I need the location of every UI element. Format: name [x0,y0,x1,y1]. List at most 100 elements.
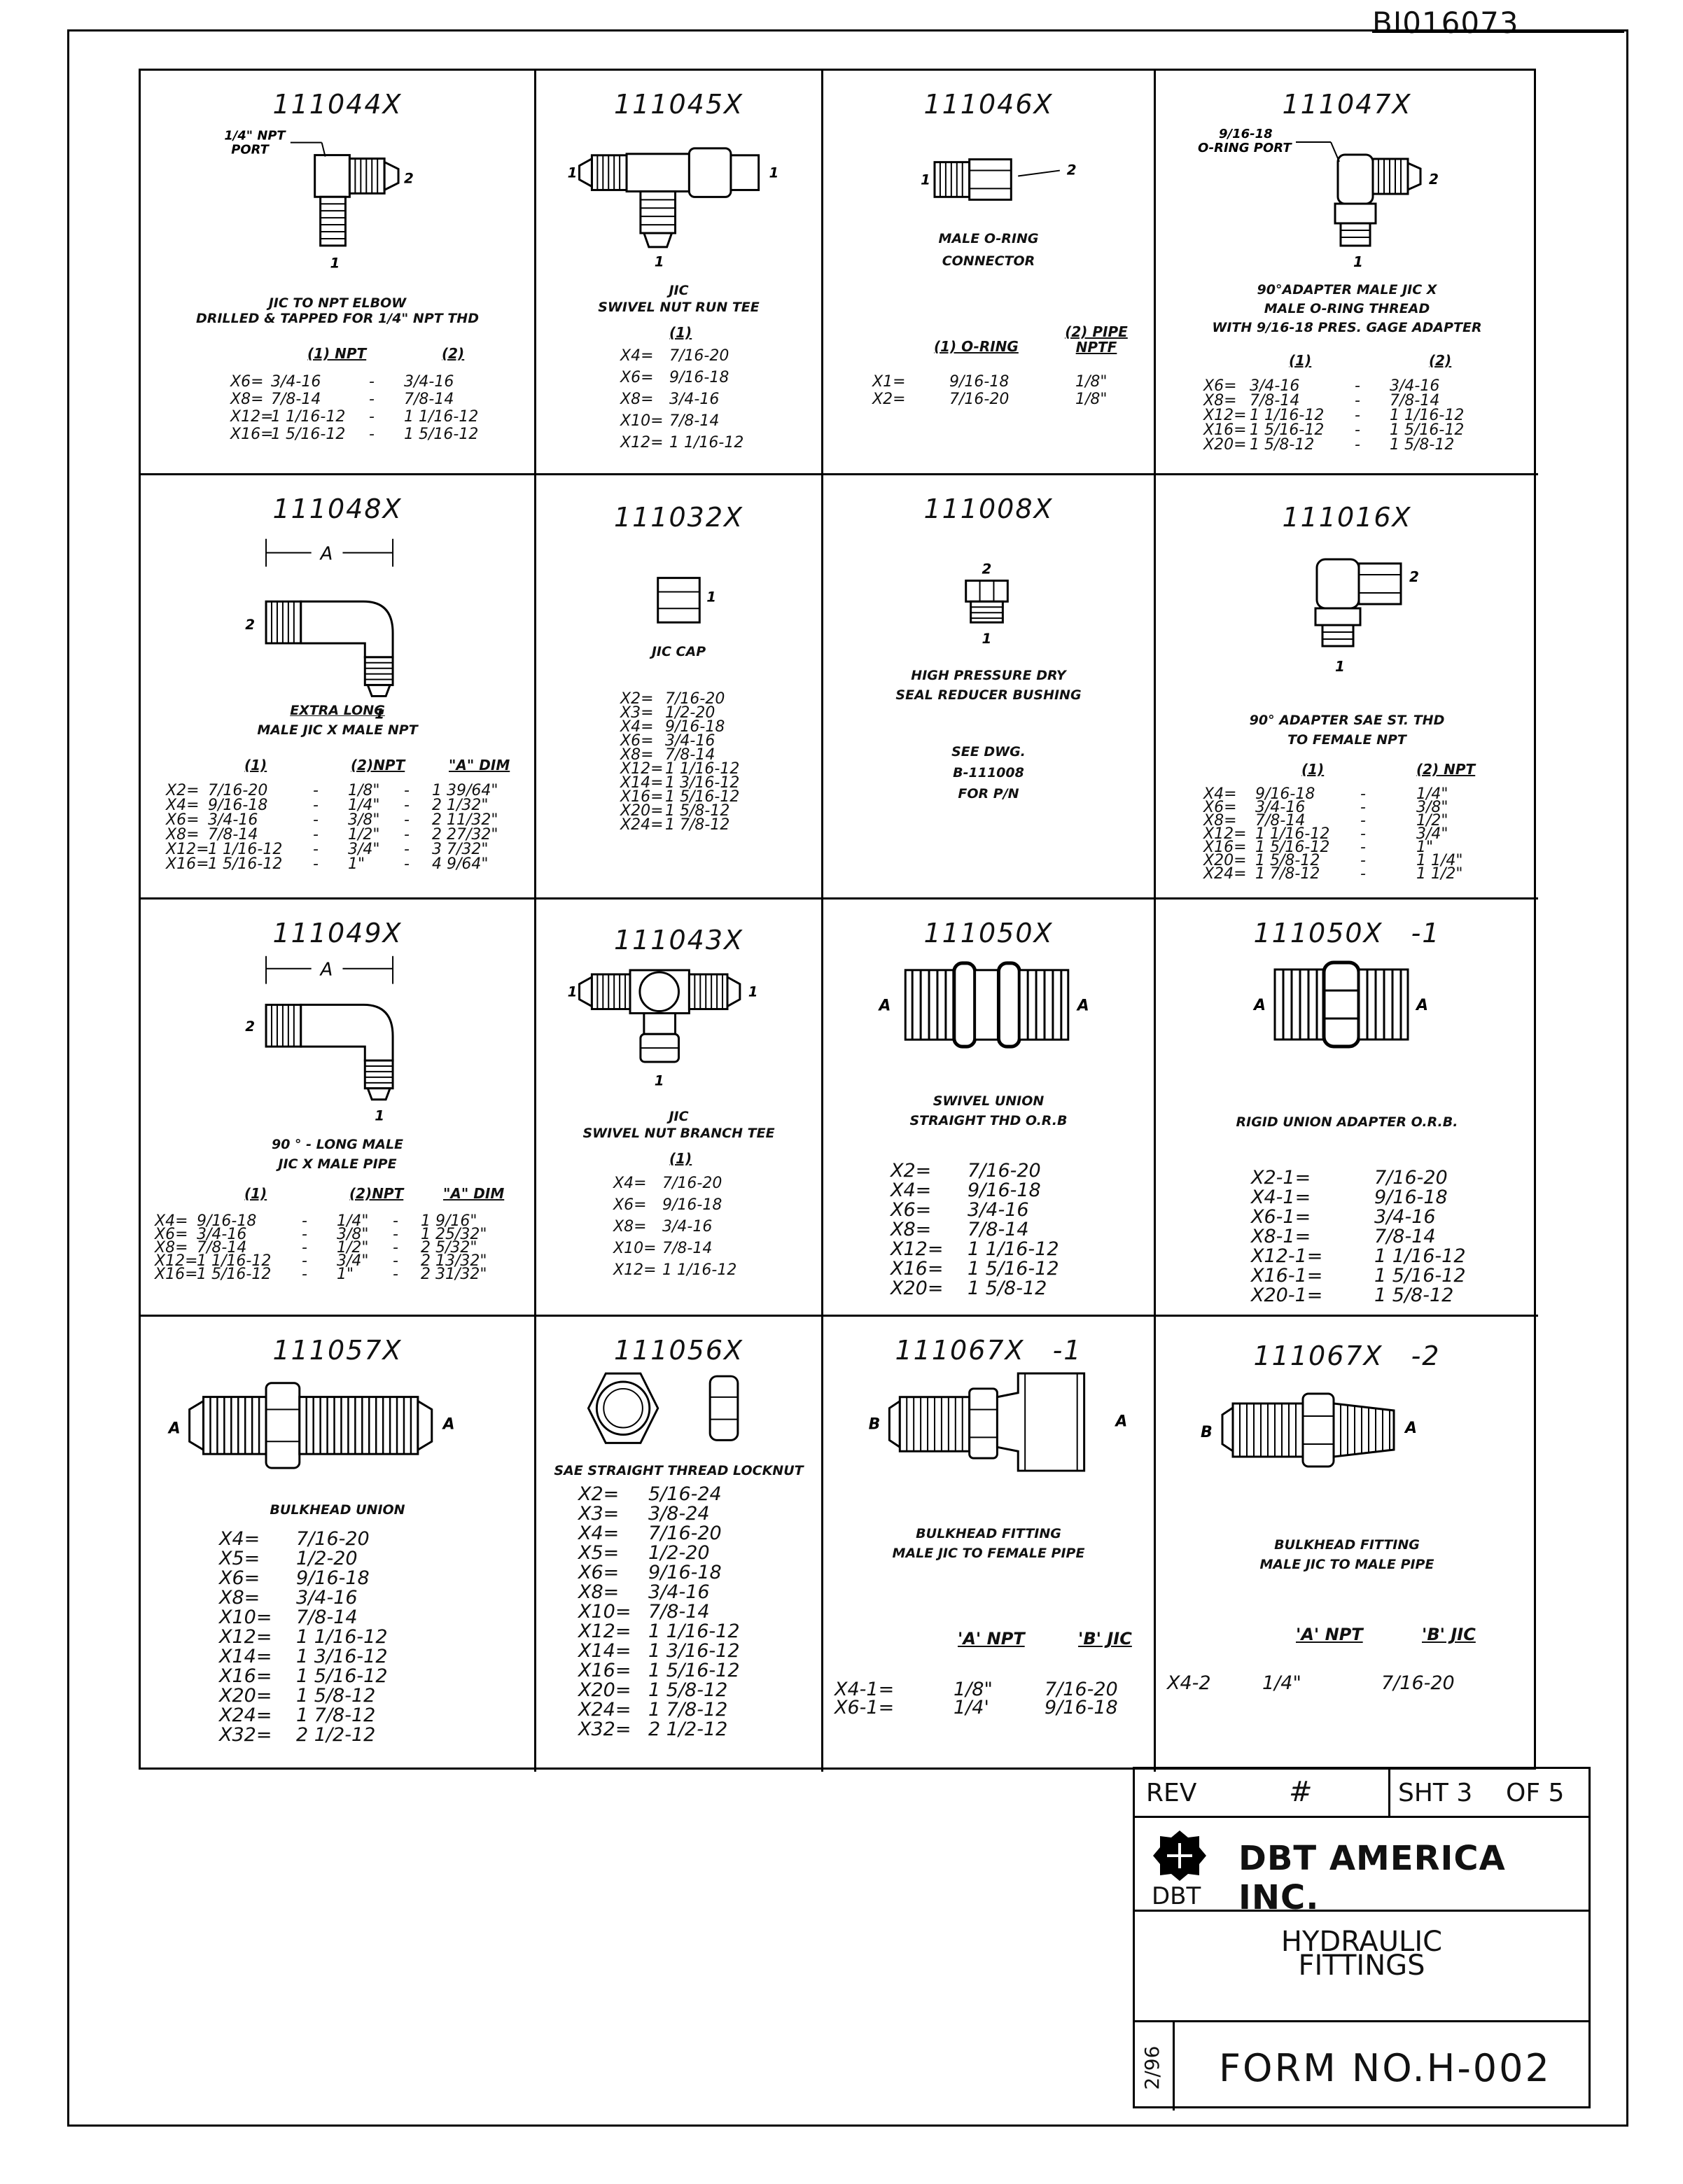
run-tee-drawing: 1 1 1 [568,147,778,270]
part-number: 111050X [923,918,1054,948]
part-number: 111057X [272,1335,403,1366]
table-cell: 1 1/16-12 [208,841,283,858]
table-cell: 1 5/16-12 [208,855,283,873]
table-cell: 1 1/16-12 [1255,825,1330,843]
table-cell: 7/16-20 [208,782,268,799]
table-cell: 3/4" [348,841,380,858]
table-cell: X4-1= [1251,1186,1311,1208]
table-row: X4-1=1/8"7/16-20 [834,1680,1143,1699]
fitting-cell-111046x: 111046X 1 2 MALE O-RING CONNECTOR (1) O-… [823,71,1156,475]
table-cell: X16= [166,855,209,873]
table-cell: 2 1/2-12 [296,1724,376,1746]
table-cell: 9/16-18 [1255,785,1315,803]
table-cell: - [313,841,319,858]
table-row: X4=9/16-18 [620,718,777,736]
description: MALE O-RING CONNECTOR [938,231,1039,269]
table-cell: X16= [155,1266,198,1283]
table-cell: 3/4" [337,1252,369,1270]
logo-text: DBT [1152,1882,1201,1910]
table-row: X4=9/16-18-1/4"-2 1/32" [166,798,509,813]
table-cell: 7/16-20 [1381,1672,1455,1694]
table-cell: 1 1/4" [1416,852,1463,869]
table-row: X6=3/4-16-3/4-16 [1203,379,1488,394]
table-cell: 1/8" [1075,373,1108,391]
table-cell: 1 1/16-12 [197,1252,272,1270]
see-drawing-note: SEE DWG. B-111008 FOR P/N [951,744,1026,802]
table-row: X14=1 3/16-12 [578,1642,788,1661]
locknut-drawing [587,1372,739,1444]
table-cell: X20= [620,802,664,820]
table-cell: 3/4-16 [665,732,715,750]
description: SAE STRAIGHT THREAD LOCKNUT [554,1463,804,1478]
port-1-label: 1 [568,984,578,1000]
table-cell: - [302,1266,307,1283]
table-cell: X16= [1203,839,1247,856]
description: HIGH PRESSURE DRY SEAL REDUCER BUSHING [895,668,1082,703]
table-cell: 7/8-14 [296,1606,358,1628]
table-cell: 3/4-16 [648,1581,710,1603]
table-row: X16=1 5/16-12-1"-2 31/32" [155,1266,505,1283]
table-cell: - [369,373,375,391]
end-a-label: A [167,1420,181,1437]
table-row: X20=1 5/8-12 [891,1279,1108,1298]
table-cell: 1 3/16-12 [648,1640,740,1662]
table-row: X24=1 7/8-12 [620,816,777,834]
table-row: X4=7/16-20 [578,1524,788,1544]
company-logo-icon [1153,1830,1206,1881]
table-cell: 3/4-16 [1255,799,1306,816]
table-cell: 9/16-18 [662,1196,722,1214]
table-cell: 3 7/32" [432,841,489,858]
revision-row: REV # SHT 3 OF 5 [1135,1767,1588,1818]
table-row: X12=1 1/16-12 [613,1259,781,1281]
table-cell: X12= [578,1620,631,1642]
fitting-cell-111067x-2: 111067X-2 B A BULKHEAD FITTING MALE JIC … [1156,1317,1538,1772]
part-number: 111008X [923,493,1054,524]
table-cell: 1/2-20 [648,1542,710,1564]
col-header-2: 'B' JIC [1422,1625,1476,1644]
table-cell: 1 5/16-12 [665,788,740,806]
table-row: X6=3/4-16-3/8"-2 11/32" [166,813,509,828]
jic-cap-drawing: 1 [657,577,716,624]
table-cell: 7/8-14 [1250,392,1300,410]
table-row: X24=1 7/8-12 [219,1706,436,1726]
end-a-label: A [1076,997,1089,1014]
table-cell: X1= [872,373,906,391]
port-1-label: 1 [330,255,340,272]
part-number: 111050X-1 [1253,918,1441,948]
table-row: X2=7/16-20-1/8"-1 39/64" [166,782,509,799]
table-cell: X8= [1203,812,1237,830]
table-cell: X4= [620,718,654,736]
table-cell: 3/4-16 [662,1218,713,1236]
table-row: X20=1 5/8-12 [620,802,777,820]
table-cell: 7/8-14 [1390,392,1440,410]
table-cell: 1 3/16-12 [296,1646,388,1667]
port-1-label: 1 [982,631,992,647]
table-cell: 1 1/16-12 [968,1238,1059,1260]
col-header-2: 'B' JIC [1078,1629,1132,1648]
table-row: X12=1 1/16-12-1 1/16-12 [1203,408,1488,424]
port-2-label: 2 [1429,171,1439,188]
frame-top-line [1372,31,1624,33]
table-cell: 1 7/8-12 [648,1699,728,1721]
table-row: X8=3/4-16 [620,388,788,410]
table-cell: X8= [166,826,200,844]
table-cell: 3/4-16 [197,1226,247,1243]
company-row: DBT DBT AMERICA INC. [1135,1816,1588,1917]
table-cell: X4= [578,1522,620,1544]
port-1-label: 1 [375,706,384,722]
table-cell: X2= [891,1160,932,1182]
port-1-label: 1 [1353,253,1363,270]
table-cell: 5/16-24 [648,1483,722,1505]
table-cell: 1/8" [348,782,380,799]
table-cell: X8= [1203,392,1237,410]
table-cell: - [1355,392,1360,410]
table-cell: 1 5/16-12 [1250,421,1325,439]
table-cell: X8-1= [1251,1226,1311,1247]
table-cell: 1 7/8-12 [665,816,730,834]
o-ring-connector-drawing: 1 2 [921,158,1077,201]
table-cell: X6= [219,1567,260,1589]
table-cell: 7/8-14 [665,746,715,764]
fitting-cell-111050x: 111050X A A SWIVEL UNION STRAIGHT THD O.… [823,899,1156,1317]
